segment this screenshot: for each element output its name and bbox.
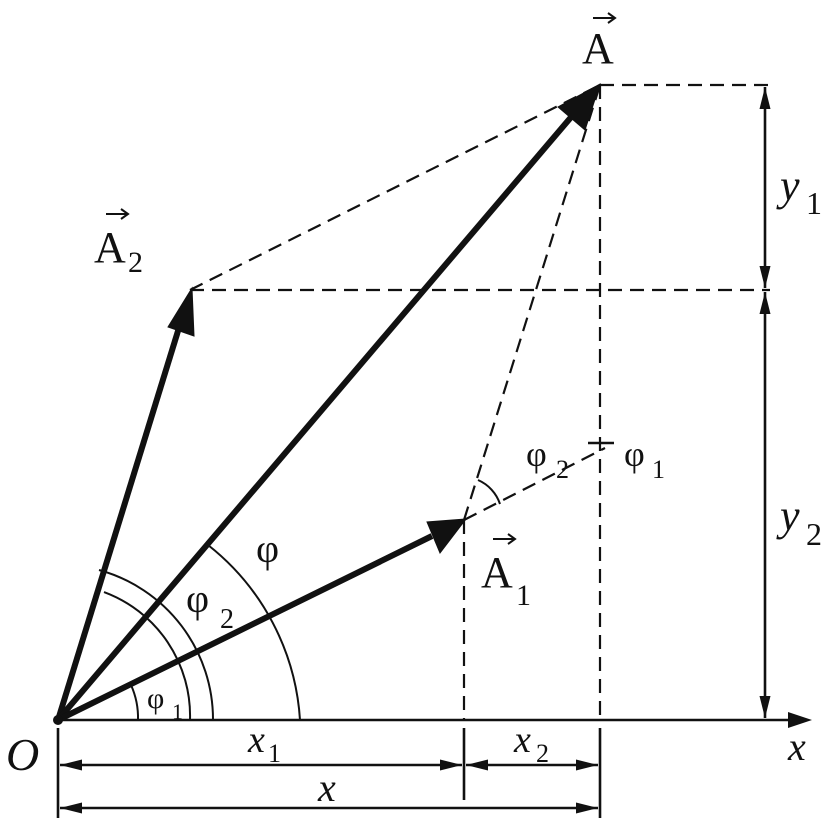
label-y1-symbol: y xyxy=(776,161,800,210)
label-x1: x 1 xyxy=(247,719,281,768)
label-y2-sub: 2 xyxy=(806,516,822,552)
label-phi1-symbol: φ xyxy=(147,682,164,715)
vector-A2 xyxy=(55,286,195,721)
label-A2-sub: 2 xyxy=(128,246,143,279)
dashed-A1-to-A xyxy=(462,84,602,521)
label-phi: φ xyxy=(256,526,279,571)
arc-phi-diff xyxy=(477,479,501,505)
label-x1-sub: 1 xyxy=(268,739,281,768)
label-A: A xyxy=(582,12,617,73)
label-A1: A 1 xyxy=(481,533,531,612)
arc-phi1 xyxy=(130,684,140,721)
origin-label: O xyxy=(6,729,39,780)
x-dimensions xyxy=(56,728,602,818)
label-y2-symbol: y xyxy=(776,491,800,540)
label-diff-left-sub: 2 xyxy=(556,455,569,484)
label-x2-sub: 2 xyxy=(536,739,549,768)
dashed-A2-to-A xyxy=(189,84,601,291)
label-phi2: φ 2 xyxy=(186,576,234,635)
dashed-A1-extension xyxy=(463,447,606,521)
label-A1-symbol: A xyxy=(481,548,513,597)
label-y2: y 2 xyxy=(776,491,822,552)
arc-phi2-outer xyxy=(98,569,215,721)
label-y1-sub: 1 xyxy=(806,185,822,221)
vector-A xyxy=(55,82,601,722)
label-diff-left: φ xyxy=(526,434,547,474)
label-x1-symbol: x xyxy=(247,719,265,761)
arc-phi xyxy=(207,544,301,721)
angle-arcs xyxy=(98,479,501,721)
vector-arrow-icon xyxy=(593,12,617,24)
label-diff-right-sub: 1 xyxy=(652,455,665,484)
label-phi-symbol: φ xyxy=(256,526,279,571)
label-A-symbol: A xyxy=(582,24,614,73)
construction-lines xyxy=(189,83,770,720)
vector-arrow-icon xyxy=(106,208,130,220)
label-x: x xyxy=(317,765,336,810)
arc-phi2-inner xyxy=(103,591,192,721)
label-A1-sub: 1 xyxy=(516,579,531,612)
label-x2: x 2 xyxy=(513,719,549,768)
x-axis xyxy=(58,712,812,728)
label-A2: A 2 xyxy=(94,208,143,279)
origin-point xyxy=(53,715,63,725)
label-x-symbol: x xyxy=(317,765,336,810)
label-phase-difference: φ 2 φ 1 xyxy=(526,434,665,484)
label-x2-symbol: x xyxy=(513,719,531,761)
label-y1: y 1 xyxy=(776,161,822,221)
label-diff-right: φ xyxy=(624,434,645,474)
vector-arrow-icon xyxy=(493,533,517,545)
vector-A1 xyxy=(56,518,468,723)
label-phi2-sub: 2 xyxy=(220,604,234,635)
label-phi1-sub: 1 xyxy=(172,699,183,724)
label-A2-symbol: A xyxy=(94,223,126,272)
label-phi2-symbol: φ xyxy=(186,576,209,621)
x-axis-label: x xyxy=(787,724,806,769)
label-phi1: φ 1 xyxy=(147,682,183,724)
